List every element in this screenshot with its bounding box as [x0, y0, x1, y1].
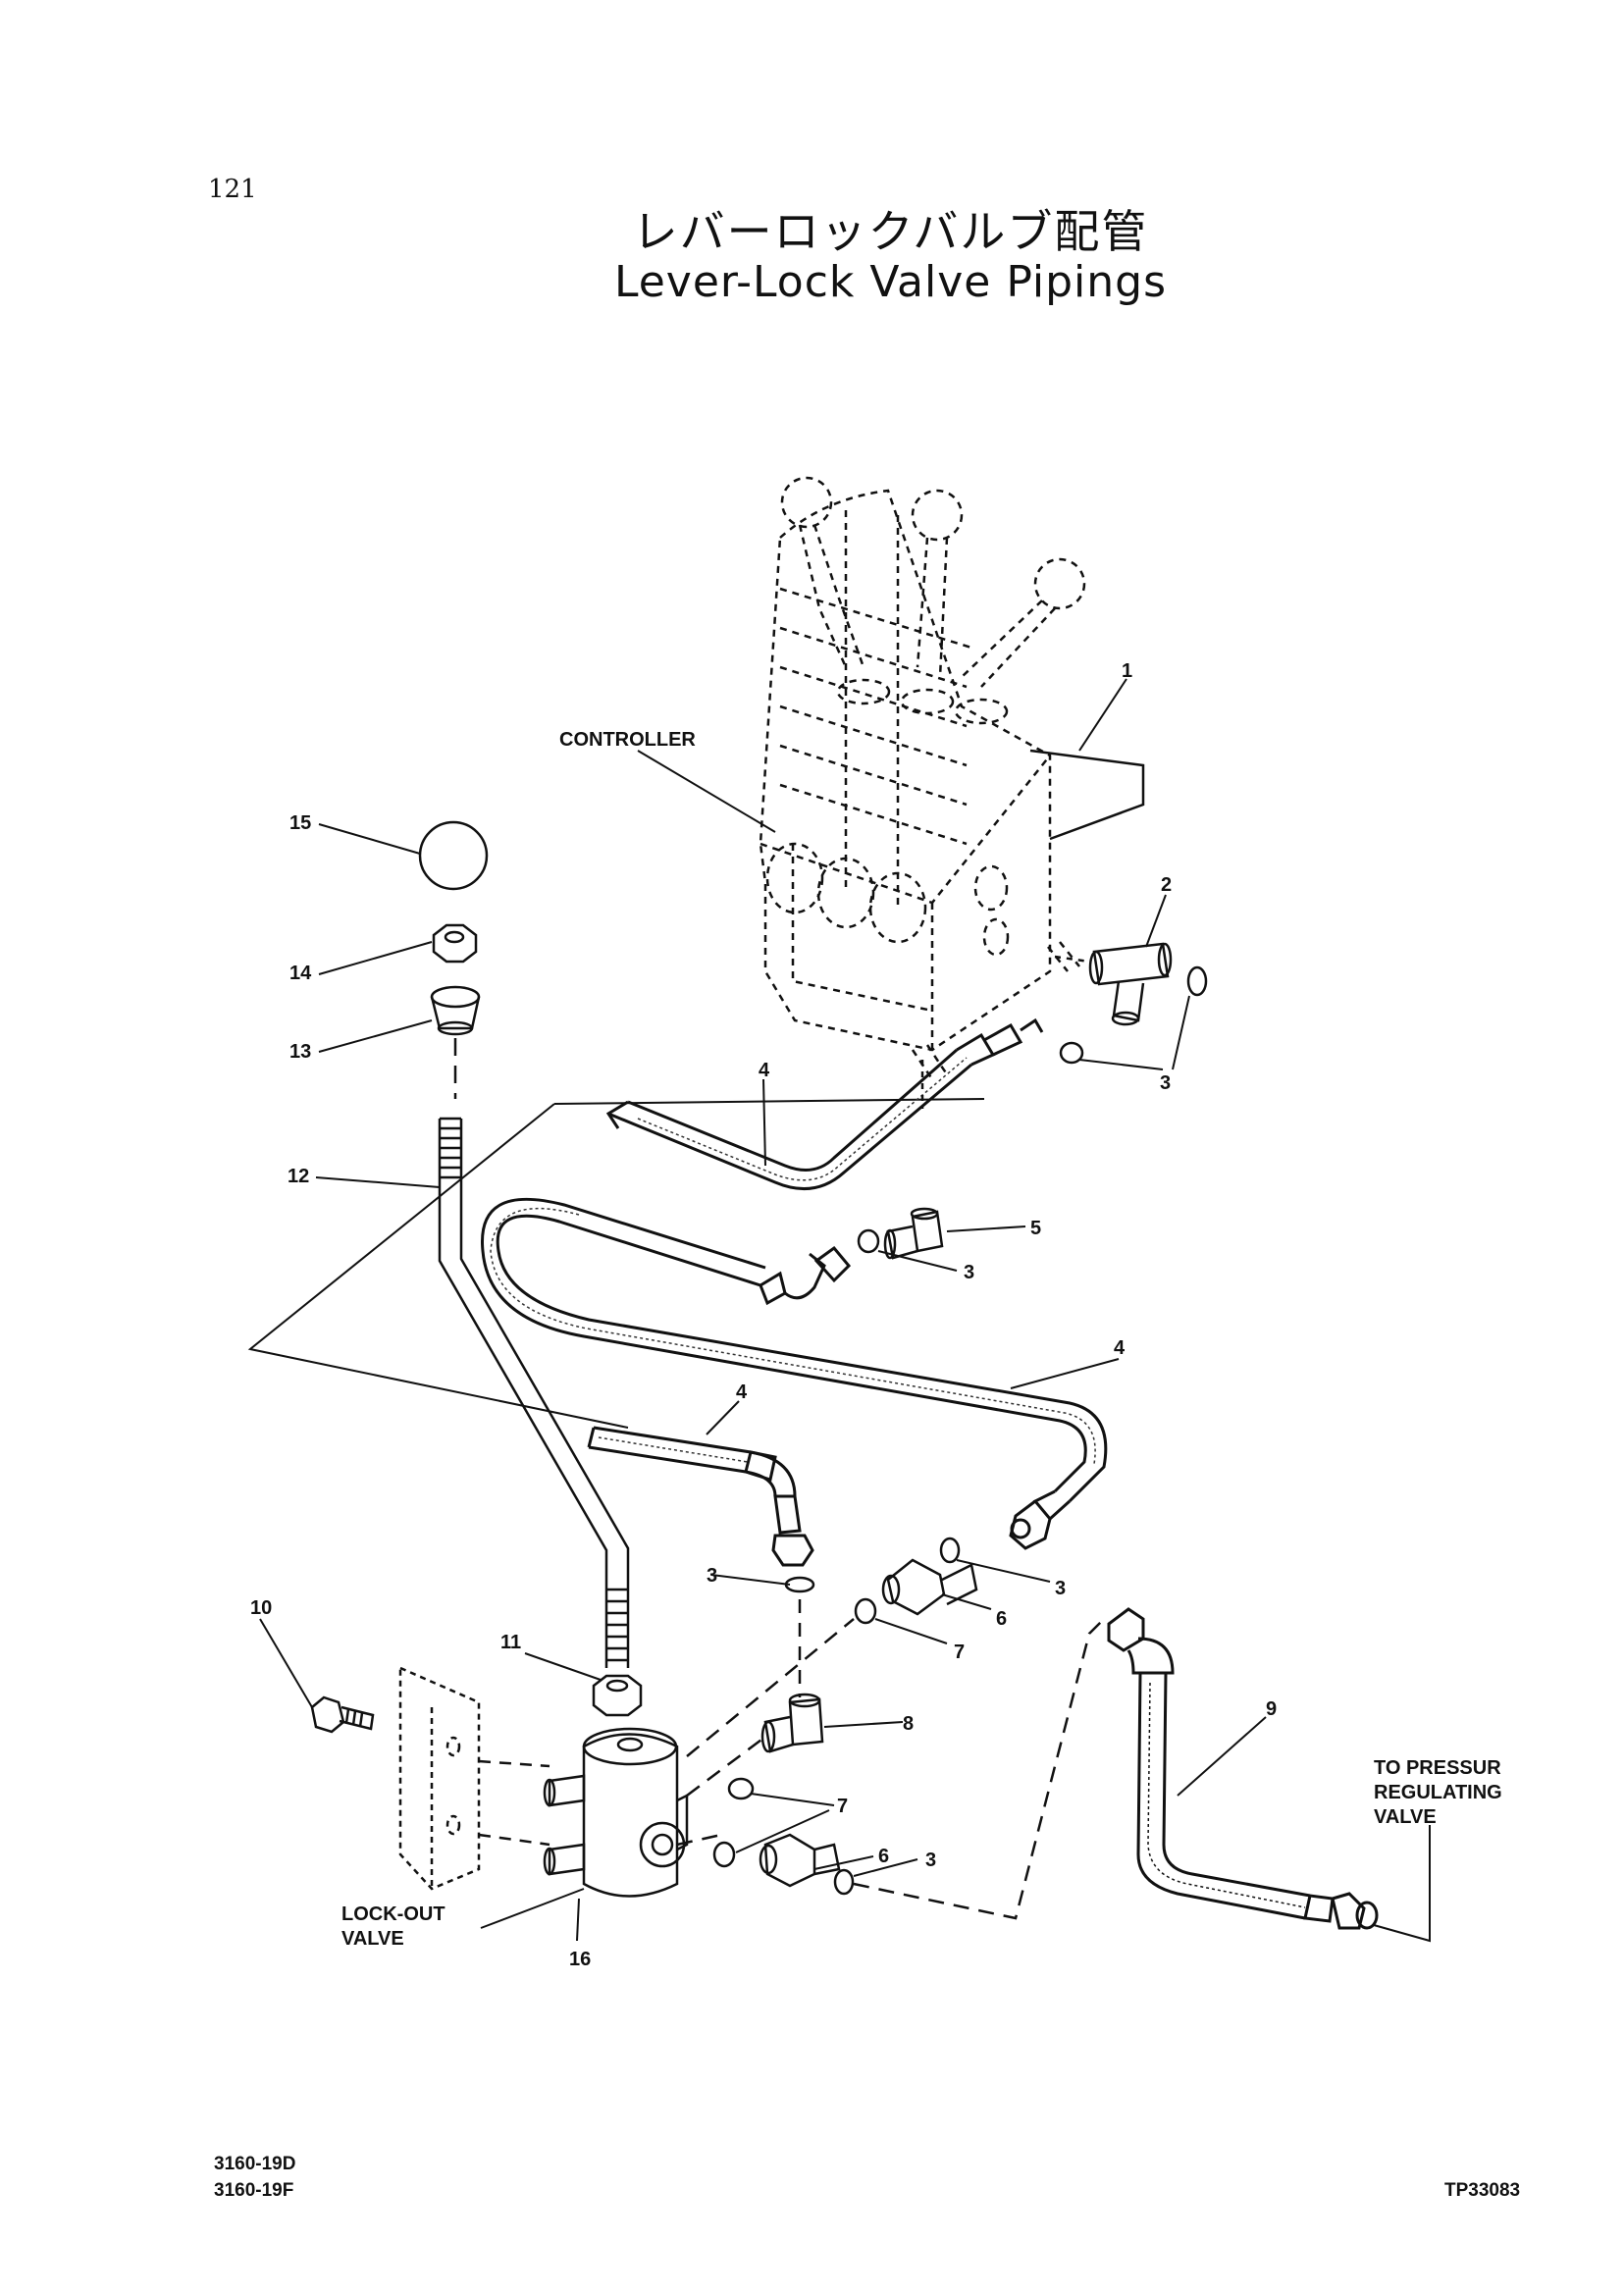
nut-11	[592, 1674, 643, 1717]
callout-3: 3	[1055, 1578, 1066, 1599]
lock-out-valve-label-line2: VALVE	[341, 1928, 404, 1950]
o-ring-3f	[833, 1868, 855, 1896]
callout-1: 1	[1122, 660, 1132, 682]
title-english: Lever-Lock Valve Pipings	[613, 257, 1168, 307]
callout-10: 10	[250, 1597, 272, 1619]
callout-7: 7	[837, 1796, 848, 1817]
pressure-valve-label-line2: REGULATING	[1374, 1782, 1502, 1803]
model-code-1: 3160-19D	[214, 2154, 296, 2174]
o-ring-3d	[939, 1537, 961, 1564]
callout-4: 4	[1114, 1337, 1126, 1359]
pressure-valve-label-line3: VALVE	[1374, 1806, 1437, 1828]
hose-4-lower	[587, 1426, 814, 1567]
model-code-2: 3160-19F	[214, 2180, 294, 2201]
callout-2: 2	[1161, 874, 1172, 896]
tee-fitting-2	[1088, 942, 1173, 1026]
callout-14: 14	[289, 963, 312, 984]
hose-9	[1107, 1607, 1379, 1930]
o-ring-3e	[784, 1576, 815, 1593]
hose-4-middle	[481, 1197, 1108, 1550]
callout-5: 5	[1030, 1218, 1041, 1239]
adapter-6-lower	[759, 1833, 841, 1888]
title-japanese: レバーロックバルブ配管	[632, 205, 1149, 258]
callout-15: 15	[289, 812, 311, 834]
pressure-valve-label-line1: TO PRESSUR	[1374, 1757, 1501, 1779]
callout-3: 3	[925, 1850, 936, 1871]
lock-out-valve-label-line1: LOCK-OUT	[341, 1903, 445, 1925]
o-ring-3b	[1059, 1041, 1084, 1065]
callout-4: 4	[759, 1060, 770, 1081]
lever-rod-12	[438, 1117, 630, 1668]
callout-3: 3	[964, 1262, 974, 1283]
page-number: 121	[208, 175, 257, 204]
callout-9: 9	[1266, 1698, 1277, 1720]
o-ring-3c	[857, 1228, 880, 1254]
o-ring-7a	[854, 1597, 877, 1625]
bolt-10	[310, 1695, 375, 1734]
callout-3: 3	[707, 1565, 717, 1587]
base-plane-outline	[247, 1103, 629, 1429]
callout-16: 16	[569, 1949, 591, 1970]
o-ring-3a	[1186, 965, 1208, 997]
valve-bracket	[398, 1666, 481, 1891]
lock-out-valve-body	[543, 1727, 689, 1898]
callout-8: 8	[903, 1713, 914, 1735]
callout-6: 6	[996, 1608, 1007, 1630]
o-ring-7c	[712, 1841, 736, 1868]
callout-3: 3	[1160, 1072, 1171, 1094]
callout-7: 7	[954, 1642, 965, 1663]
adapter-6-upper	[881, 1558, 978, 1616]
hose-4-upper	[605, 1017, 1044, 1190]
bushing-13	[430, 985, 481, 1036]
callout-12: 12	[288, 1166, 309, 1187]
controller-body	[759, 476, 1086, 1080]
controller-label: CONTROLLER	[559, 729, 696, 751]
ball-knob	[418, 820, 489, 891]
callout-6: 6	[878, 1846, 889, 1867]
elbow-fitting-8	[760, 1693, 824, 1753]
controller-mounting-plate	[1029, 749, 1145, 841]
callout-13: 13	[289, 1041, 311, 1063]
callout-11: 11	[500, 1632, 521, 1653]
callout-4: 4	[736, 1382, 748, 1403]
reference-code: TP33083	[1444, 2180, 1521, 2201]
nut-14	[432, 923, 478, 964]
elbow-fitting-5	[883, 1207, 944, 1260]
o-ring-7b	[727, 1777, 755, 1800]
